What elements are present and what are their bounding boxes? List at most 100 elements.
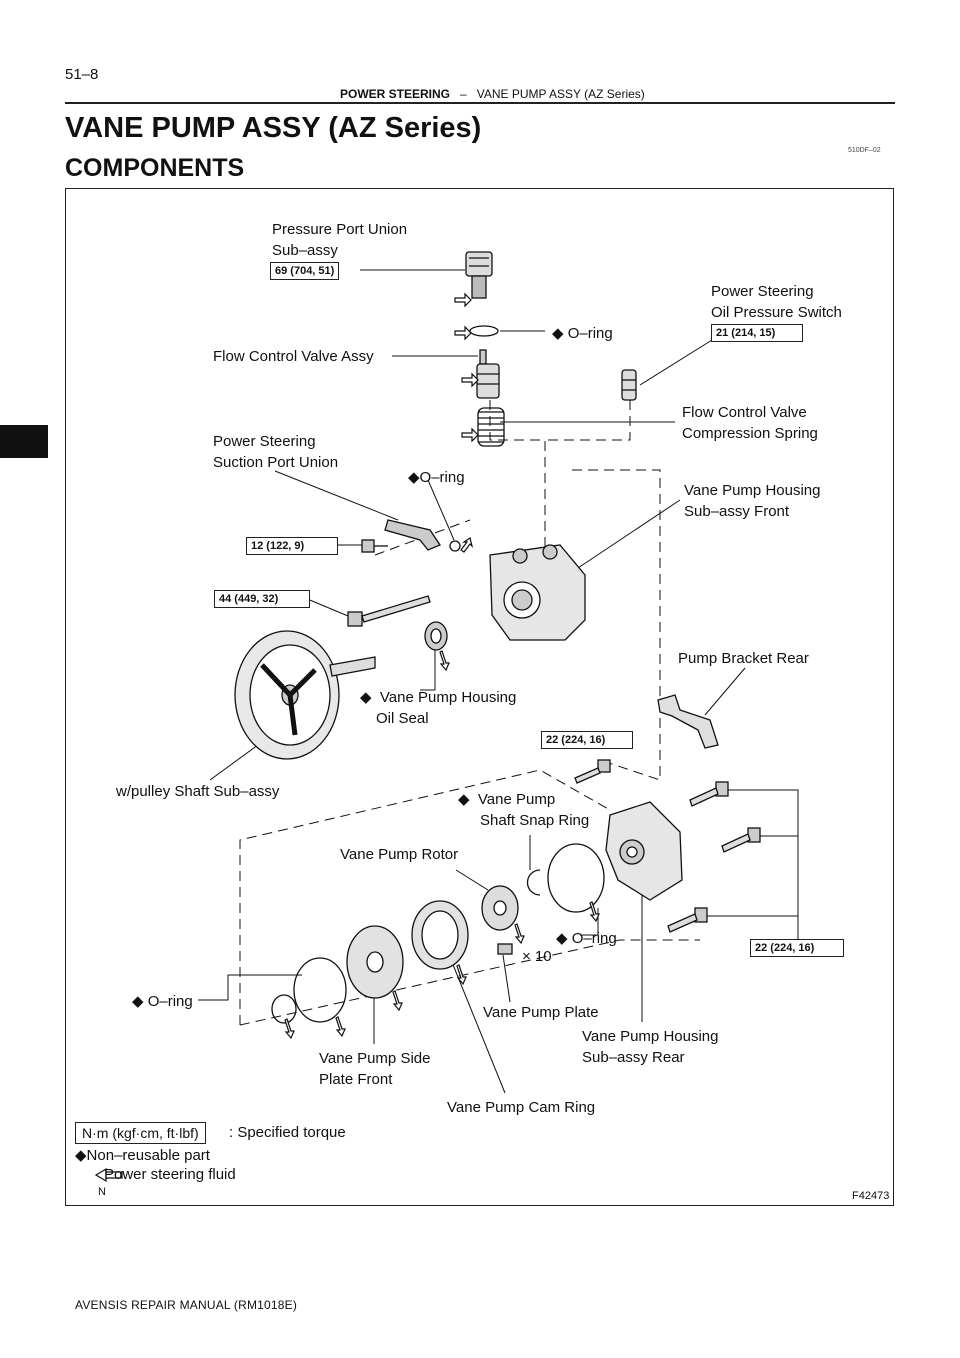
legend-torque-desc: : Specified torque xyxy=(229,1124,346,1141)
torque-pressure-port-union: 69 (704, 51) xyxy=(270,262,340,280)
bolt-44-part xyxy=(347,595,431,627)
label-side-plate: Vane Pump Side Plate Front xyxy=(319,1048,430,1090)
document-code: 510DF–02 xyxy=(848,147,881,154)
centerline-shaft xyxy=(239,769,611,1025)
label-oil-pressure-switch: Power Steering Oil Pressure Switch xyxy=(711,281,842,323)
label-line-1: Vane Pump Housing xyxy=(684,482,821,499)
label-snap-ring: ◆ Vane Pump Shaft Snap Ring xyxy=(458,789,589,831)
vane-plate-part xyxy=(497,943,513,955)
label-pump-bracket-rear: Pump Bracket Rear xyxy=(678,650,809,667)
label-text: Vane Pump Housing xyxy=(379,689,517,706)
rotor-part xyxy=(481,885,519,931)
label-housing-rear: Vane Pump Housing Sub–assy Rear xyxy=(582,1026,718,1068)
torque-oil-pressure-switch: 21 (214, 15) xyxy=(711,324,803,342)
non-reusable-mark: ◆ xyxy=(458,791,470,808)
leader-oil-switch xyxy=(639,339,713,386)
fluid-arrow-3 xyxy=(461,372,479,388)
pulley-part xyxy=(234,630,376,760)
page-footer: AVENSIS REPAIR MANUAL (RM1018E) xyxy=(75,1298,298,1312)
centerline-right xyxy=(572,469,661,781)
section-subtitle: COMPONENTS xyxy=(65,154,245,182)
label-line-2: Suction Port Union xyxy=(213,454,339,471)
flow-control-valve-part xyxy=(476,349,500,399)
header-rule xyxy=(65,102,895,104)
label-times-ten: × 10 xyxy=(522,948,552,965)
rear-bolts-part xyxy=(667,781,761,933)
fluid-arrow-7 xyxy=(589,901,600,923)
label-oring-left: ◆ O–ring xyxy=(132,991,193,1012)
legend-text: Non–reusable part xyxy=(86,1147,210,1164)
label-line-1: Vane Pump Housing xyxy=(582,1028,719,1045)
non-reusable-mark: ◆ xyxy=(552,325,564,342)
label-oring-rear: ◆ O–ring xyxy=(556,928,617,949)
label-line-2: Oil Pressure Switch xyxy=(711,304,842,321)
non-reusable-mark: ◆ xyxy=(556,930,568,947)
label-oring-top: ◆ O–ring xyxy=(552,323,613,344)
fluid-arrow-12 xyxy=(284,1018,295,1040)
bolt-12-part xyxy=(361,539,388,553)
page-title: VANE PUMP ASSY (AZ Series) xyxy=(65,112,482,144)
cam-ring-part xyxy=(411,900,469,970)
housing-front-part xyxy=(489,544,586,641)
label-text: O–ring xyxy=(571,930,617,947)
fluid-arrow-6 xyxy=(439,650,450,672)
fluid-arrow-11 xyxy=(335,1016,346,1038)
label-rotor: Vane Pump Rotor xyxy=(340,846,459,863)
label-text: O–ring xyxy=(147,993,193,1010)
legend-non-reusable: ◆Non–reusable part xyxy=(75,1146,210,1164)
fluid-arrow-legend xyxy=(94,1167,123,1183)
label-line-2: Compression Spring xyxy=(682,425,818,442)
leader-rear-bolts xyxy=(720,789,799,945)
label-line-1: ◆ Vane Pump Housing xyxy=(360,687,516,708)
figure-id: F42473 xyxy=(852,1190,890,1202)
oring-left-small-part xyxy=(271,994,297,1024)
leader-oil-seal xyxy=(420,650,436,691)
fluid-arrow-2 xyxy=(454,325,472,341)
side-plate-part xyxy=(346,925,404,999)
torque-bracket-bolt: 22 (224, 16) xyxy=(541,731,633,749)
torque-housing-bolt: 44 (449, 32) xyxy=(214,590,310,608)
leader-oring-suction xyxy=(427,479,455,541)
label-line-2: Shaft Snap Ring xyxy=(480,812,590,829)
centerline-switch xyxy=(548,400,631,441)
oring-top-part xyxy=(469,325,499,337)
pump-bracket-part xyxy=(657,694,719,749)
label-pressure-port-union: Pressure Port Union Sub–assy xyxy=(272,219,407,261)
label-line-2: Plate Front xyxy=(319,1071,393,1088)
housing-rear-part xyxy=(605,801,683,901)
running-header: POWER STEERING – VANE PUMP ASSY (AZ Seri… xyxy=(340,87,645,101)
label-suction-port-union: Power Steering Suction Port Union xyxy=(213,431,338,473)
leader-bracket xyxy=(704,667,746,716)
torque-suction-port-union: 12 (122, 9) xyxy=(246,537,338,555)
leader-cam-ring xyxy=(444,944,506,1094)
fluid-arrow-9 xyxy=(456,964,467,986)
label-line-2: Sub–assy Rear xyxy=(582,1049,685,1066)
label-line-1: Power Steering xyxy=(711,283,814,300)
non-reusable-mark: ◆ xyxy=(132,993,144,1010)
leader-housing-front xyxy=(574,499,681,571)
label-flow-control-valve-assy: Flow Control Valve Assy xyxy=(213,348,374,365)
label-pulley-shaft: w/pulley Shaft Sub–assy xyxy=(116,783,280,800)
leader-torque-44 xyxy=(304,597,349,617)
oil-seal-part xyxy=(424,621,448,651)
suction-port-union-part xyxy=(384,519,461,552)
label-text: Vane Pump xyxy=(477,791,556,808)
fluid-arrow-1 xyxy=(454,292,472,308)
fluid-arrow-8 xyxy=(514,923,525,945)
fluid-arrow-4 xyxy=(461,427,479,443)
non-reusable-mark: ◆ xyxy=(75,1147,87,1164)
label-line-2: Sub–assy xyxy=(272,242,338,259)
label-fcv-spring: Flow Control Valve Compression Spring xyxy=(682,402,818,444)
north-mark: N xyxy=(98,1186,106,1198)
header-topic: VANE PUMP ASSY (AZ Series) xyxy=(476,87,645,101)
oring-left-big-part xyxy=(293,957,347,1023)
label-line-1: Vane Pump Side xyxy=(319,1050,431,1067)
header-section: POWER STEERING xyxy=(340,87,451,101)
pressure-port-union-part xyxy=(465,251,493,299)
label-line-2: Sub–assy Front xyxy=(684,503,790,520)
page-number: 51–8 xyxy=(65,66,99,83)
label-text: O–ring xyxy=(567,325,613,342)
fluid-arrow-10 xyxy=(392,990,403,1012)
label-line-1: Flow Control Valve xyxy=(682,404,807,421)
label-line-1: Power Steering xyxy=(213,433,316,450)
